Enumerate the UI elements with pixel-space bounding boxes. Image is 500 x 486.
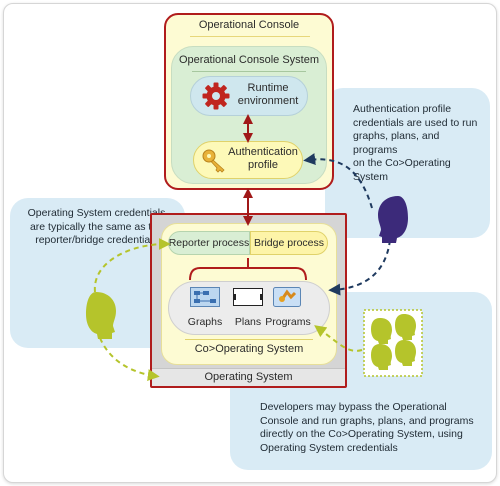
dev-note-line: Developers may bypass the Operational (260, 401, 447, 413)
plans-icon (233, 288, 263, 306)
auth-note-line: credentials are used to run (353, 116, 478, 129)
runtime-label-line2: environment (237, 95, 299, 107)
os-user-icon (86, 292, 116, 339)
plans-label: Plans (234, 316, 262, 328)
dev-note-line: directly on the Co>Operating System, usi… (260, 428, 463, 440)
programs-label: Programs (265, 316, 311, 328)
runtime-label: Runtime environment (232, 82, 304, 108)
graphs-icon (190, 287, 220, 307)
operational-console-system-title: Operational Console System (178, 54, 319, 66)
process-bracket (189, 258, 307, 281)
operating-system-title: Operating System (204, 371, 293, 383)
developers-arrow (314, 325, 363, 352)
os-credential-arrow (93, 238, 171, 293)
operating-system-footer (152, 368, 345, 386)
authentication-label: Authentication profile (226, 146, 300, 172)
console-title-rule (190, 36, 310, 37)
key-icon (202, 149, 225, 173)
cooperating-title-rule (185, 339, 313, 340)
auth-credential-arrow (303, 153, 373, 209)
bridge-process-pill (250, 231, 328, 255)
auth-note-line: Authentication profile (353, 103, 452, 115)
console-user-icon (378, 196, 408, 243)
bridge-process-label: Bridge process (253, 237, 325, 249)
os-note-line: Operating System credentials (27, 207, 166, 219)
dev-note-line: Console and run graphs, plans, and progr… (260, 414, 474, 427)
auth-label-line2: profile (248, 159, 278, 171)
system-title-rule (192, 71, 306, 72)
runtime-label-line1: Runtime (247, 82, 289, 94)
reporter-process-label: Reporter process (168, 237, 250, 249)
auth-label-line1: Authentication (228, 146, 298, 158)
cooperating-system-title: Co>Operating System (194, 343, 304, 355)
graphs-label: Graphs (187, 316, 223, 328)
gear-icon (202, 82, 230, 110)
dev-note-line: Operating System credentials (260, 441, 398, 454)
auth-note-line: on the Co>Operating System (353, 157, 451, 183)
os-user-to-os-arrow (99, 337, 160, 381)
user-to-items-arrow (328, 239, 391, 296)
programs-icon (273, 287, 301, 307)
auth-note-line: graphs, plans, and programs (353, 130, 440, 156)
os-note-line: are typically the same as the (29, 220, 164, 233)
os-note-line: reporter/bridge credentials (35, 234, 158, 246)
operational-console-title: Operational Console (198, 19, 300, 31)
developers-icon (363, 309, 423, 377)
